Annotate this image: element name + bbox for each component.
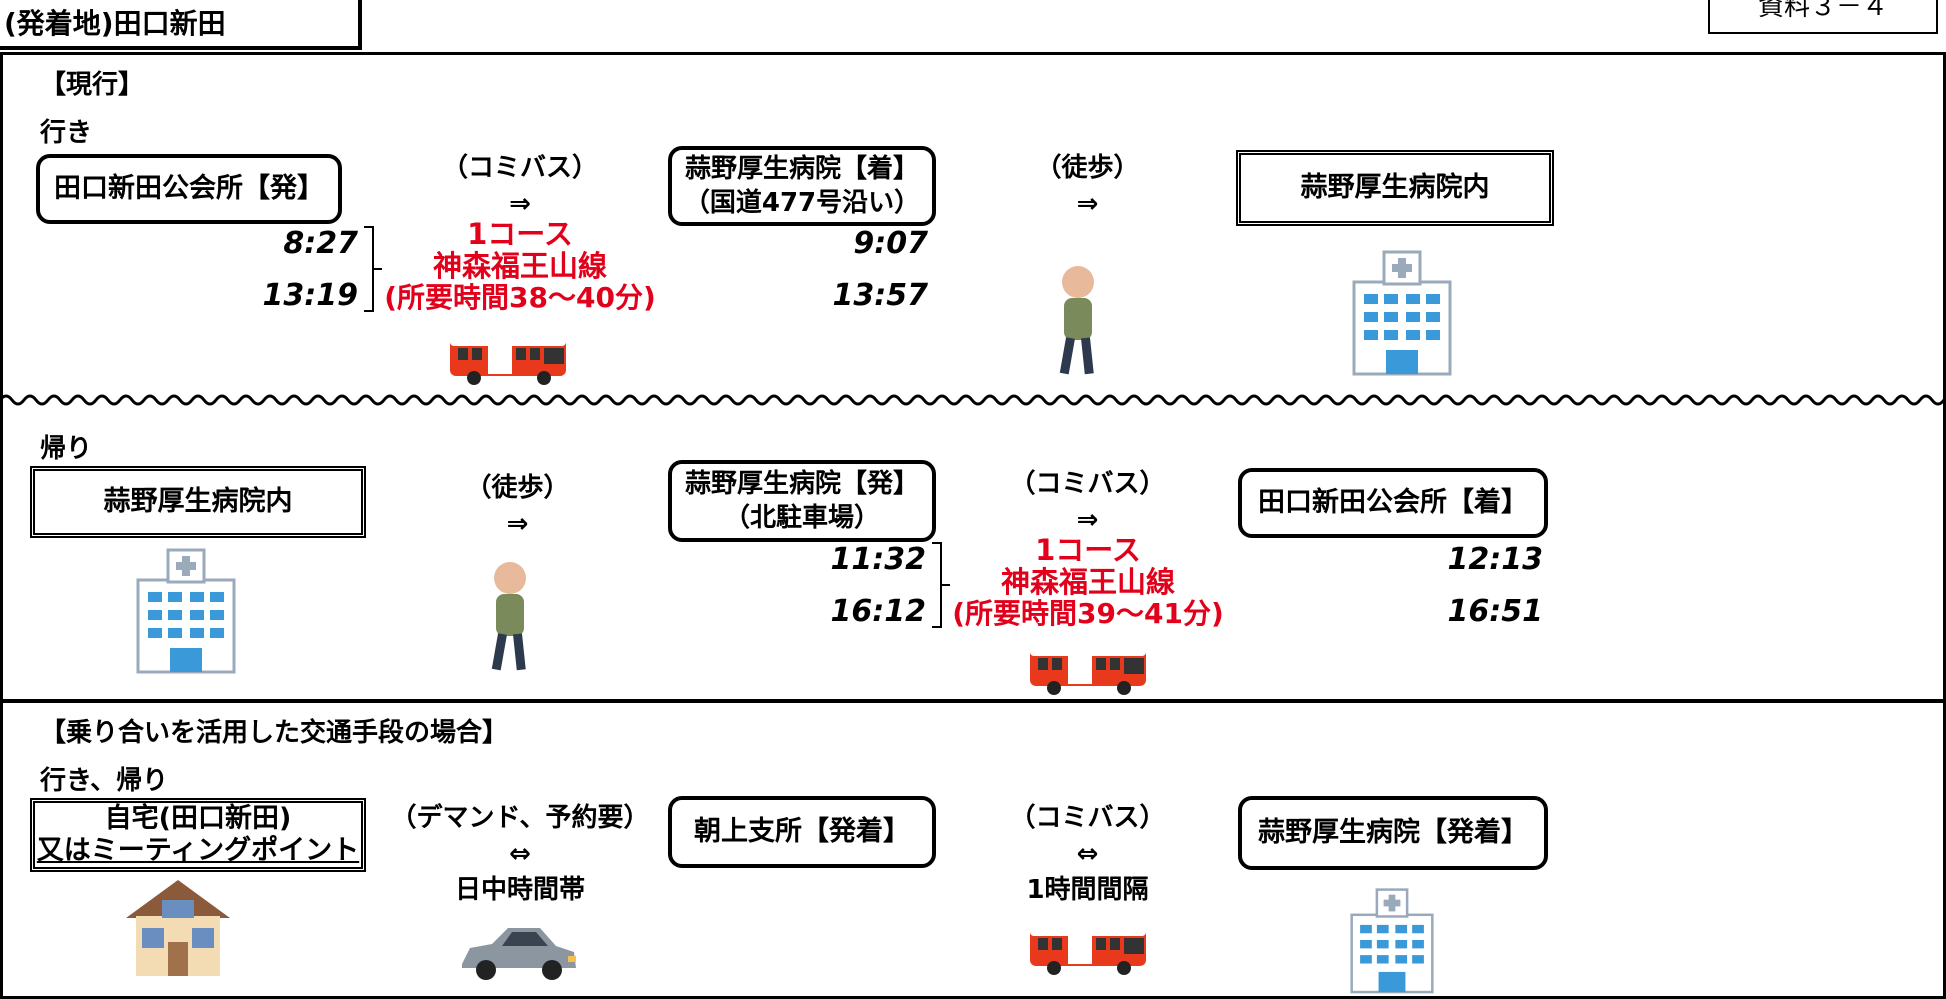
- two-way-arrow: ⇔: [1076, 839, 1099, 869]
- bus-mode-label: （コミバス）: [1009, 803, 1166, 833]
- inbound-route: 1コース 神森福王山線 (所要時間39～41分): [946, 534, 1230, 630]
- inbound-walk-mode: （徒歩） ⇒: [430, 470, 605, 542]
- outbound-origin-box: 田口新田公会所【発】: [36, 154, 342, 224]
- bus-icon: [1030, 926, 1146, 975]
- outbound-dep-time: 13:19: [262, 278, 359, 313]
- demand-mode-label: （デマンド、予約要）: [390, 803, 650, 833]
- walk-mode-label: （徒歩）: [465, 473, 570, 503]
- outbound-arr-time: 9:07: [853, 226, 928, 261]
- outbound-walk-mode: （徒歩） ⇒: [1000, 150, 1175, 222]
- inbound-dep-time: 16:12: [830, 594, 927, 629]
- location-title: (発着地)田口新田: [0, 0, 362, 50]
- bus-mode-label: （コミバス）: [1009, 469, 1166, 499]
- inbound-dep-time: 11:32: [830, 542, 927, 577]
- route-course: 1コース: [1035, 533, 1141, 567]
- proposal-bus-mode: （コミバス） ⇔ 1時間間隔: [990, 800, 1185, 908]
- route-duration: (所要時間39～41分): [952, 597, 1224, 630]
- elderly-walker-icon: [1059, 266, 1094, 375]
- bus-icon: [1030, 646, 1146, 695]
- route-line: 神森福王山線: [432, 249, 607, 283]
- outbound-stop-box: 蒜野厚生病院【着】 （国道477号沿い）: [668, 146, 936, 226]
- bus-interval: 1時間間隔: [1026, 875, 1149, 905]
- inbound-stop-note: （北駐車場）: [723, 503, 880, 533]
- inbound-stop-name: 蒜野厚生病院【発】: [684, 469, 919, 499]
- outbound-destination: 蒜野厚生病院内: [1300, 172, 1490, 203]
- outbound-dep-time: 8:27: [283, 226, 358, 261]
- proposal-hub: 朝上支所【発着】: [694, 816, 910, 847]
- inbound-destination-box: 田口新田公会所【着】: [1238, 468, 1548, 538]
- arrow: ⇒: [506, 509, 529, 539]
- house-icon: [126, 880, 230, 976]
- demand-mode: （デマンド、予約要） ⇔ 日中時間帯: [390, 800, 650, 908]
- route-course: 1コース: [467, 217, 573, 251]
- outbound-stop-note: （国道477号沿い）: [683, 188, 921, 218]
- two-way-arrow: ⇔: [509, 839, 531, 869]
- proposal-label: 【乗り合いを活用した交通手段の場合】: [40, 718, 509, 748]
- outbound-destination-box: 蒜野厚生病院内: [1236, 150, 1554, 226]
- proposal-frame: [0, 700, 1946, 999]
- inbound-arr-time: 12:13: [1447, 542, 1544, 577]
- time-bracket: [932, 542, 942, 628]
- proposal-destination-box: 蒜野厚生病院【発着】: [1238, 796, 1548, 870]
- arrow: ⇒: [509, 189, 531, 219]
- proposal-sub-label: 行き、帰り: [40, 766, 169, 796]
- walk-mode-label: （徒歩）: [1035, 153, 1140, 183]
- outbound-route: 1コース 神森福王山線 (所要時間38～40分): [380, 218, 660, 314]
- elderly-walker-icon: [491, 562, 526, 671]
- inbound-origin: 蒜野厚生病院内: [103, 486, 293, 517]
- proposal-hub-box: 朝上支所【発着】: [668, 796, 936, 868]
- inbound-destination: 田口新田公会所【着】: [1258, 487, 1528, 518]
- origin-meeting-point: 又はミーティングポイント: [36, 835, 360, 866]
- hospital-icon: [136, 548, 236, 674]
- outbound-origin: 田口新田公会所【発】: [54, 173, 324, 204]
- inbound-origin-box: 蒜野厚生病院内: [30, 466, 366, 538]
- bracket-tick: [942, 584, 950, 586]
- bus-mode-label: （コミバス）: [441, 153, 598, 183]
- hospital-icon: [1352, 250, 1452, 376]
- demand-time: 日中時間帯: [454, 875, 585, 905]
- car-icon: [462, 928, 576, 980]
- outbound-label: 行き: [40, 118, 93, 148]
- route-duration: (所要時間38～40分): [384, 281, 656, 314]
- inbound-label: 帰り: [40, 434, 93, 464]
- route-line: 神森福王山線: [1000, 565, 1175, 599]
- inbound-arr-time: 16:51: [1447, 594, 1544, 629]
- inbound-stop-box: 蒜野厚生病院【発】 （北駐車場）: [668, 460, 936, 542]
- outbound-bus-mode: （コミバス） ⇒: [420, 150, 620, 222]
- outbound-arr-time: 13:57: [832, 278, 929, 313]
- origin-home: 自宅(田口新田): [104, 803, 292, 834]
- inbound-bus-mode: （コミバス） ⇒: [985, 466, 1190, 538]
- proposal-destination: 蒜野厚生病院【発着】: [1258, 817, 1528, 848]
- proposal-origin-box: 自宅(田口新田) 又はミーティングポイント: [30, 798, 366, 872]
- wavy-divider: [0, 394, 1946, 406]
- outbound-stop-name: 蒜野厚生病院【着】: [684, 154, 919, 184]
- current-label: 【現行】: [40, 70, 145, 100]
- document-id: 資料３－４: [1708, 0, 1938, 34]
- time-bracket: [364, 226, 374, 312]
- arrow: ⇒: [1076, 189, 1099, 219]
- bus-icon: [450, 336, 566, 385]
- arrow: ⇒: [1076, 505, 1099, 535]
- hospital-icon: [1350, 888, 1434, 994]
- bracket-tick: [374, 268, 382, 270]
